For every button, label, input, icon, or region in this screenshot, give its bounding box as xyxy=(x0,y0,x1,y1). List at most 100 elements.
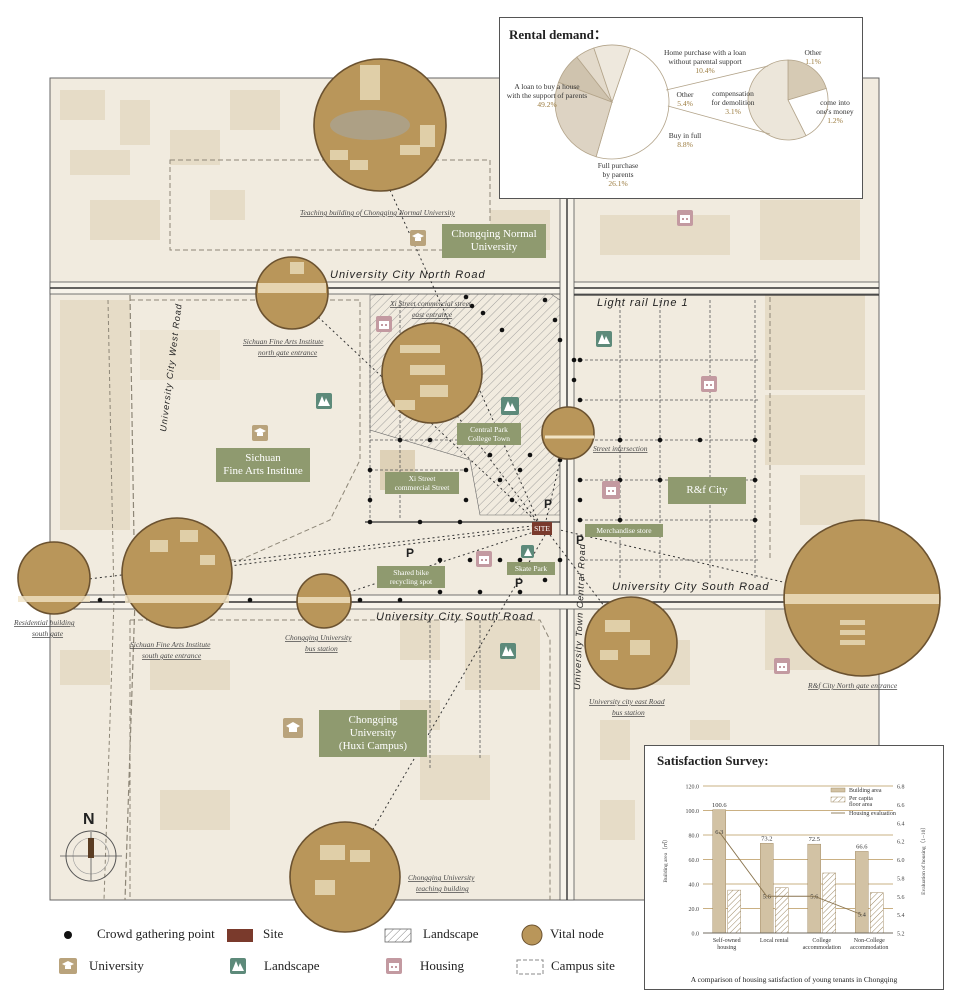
place-xi-street: Xi Street commercial Street xyxy=(385,472,459,494)
rental-title: Rental demand： xyxy=(509,27,607,42)
label-residential-2: south gate xyxy=(32,629,64,638)
crowd-point xyxy=(517,557,523,563)
bar-value-label: 72.5 xyxy=(809,836,820,843)
vital-node-sfai-north[interactable] xyxy=(255,256,329,330)
bar-building-area xyxy=(807,843,821,934)
evaluation-label: 5.6 xyxy=(763,893,772,900)
y-right-axis-label: Evaluation of housing（1~10） xyxy=(920,824,927,895)
x-tick-label: accommodation xyxy=(803,945,841,951)
crowd-point xyxy=(517,589,523,595)
legend-label: Crowd gathering point xyxy=(97,926,215,941)
crowd-point xyxy=(527,452,533,458)
crowd-point xyxy=(697,437,703,443)
crowd-point xyxy=(752,517,758,523)
sub-pie-slice xyxy=(787,88,829,137)
crowd-point xyxy=(752,437,758,443)
vital-node-cqu-teaching[interactable] xyxy=(289,821,401,933)
campus-name-line: Fine Arts Institute xyxy=(223,465,303,477)
crowd-point xyxy=(577,357,583,363)
campus-name-line: Chongqing Normal xyxy=(451,228,537,240)
vital-node-normal-teaching[interactable] xyxy=(313,58,447,192)
south-road-right-label: University City South Road xyxy=(612,581,769,593)
crowd-point xyxy=(657,477,663,483)
y-right-tick-label: 5.6 xyxy=(897,895,905,901)
vital-node-sfai-south[interactable] xyxy=(121,517,233,629)
housing-icon xyxy=(774,658,790,674)
crowd-point xyxy=(517,467,523,473)
landscape-icon xyxy=(521,545,534,558)
legend-label: Landscape xyxy=(264,958,320,973)
legend-label: Site xyxy=(263,926,284,941)
chart-caption: A comparison of housing satisfaction of … xyxy=(691,975,898,984)
legend-landscape-zone: Landscape xyxy=(415,926,479,942)
campus-name-line: (Huxi Campus) xyxy=(338,740,408,752)
crowd-point xyxy=(577,397,583,403)
vital-node-east-bus[interactable] xyxy=(584,596,678,690)
landscape-icon xyxy=(316,393,332,409)
crowd-point xyxy=(367,519,373,525)
campus-name-line: R&f City xyxy=(686,484,728,496)
landscape-icon xyxy=(596,331,612,347)
rental-pies xyxy=(554,44,829,160)
parking-marker: P xyxy=(576,533,585,547)
legend-housing: Housing xyxy=(386,958,464,974)
bar-value-label: 66.6 xyxy=(856,843,868,850)
vital-node-residential-south[interactable] xyxy=(17,541,91,615)
crowd-point xyxy=(417,519,423,525)
bar-per-capita xyxy=(775,887,789,934)
parking-marker: P xyxy=(515,576,524,590)
bar-building-area xyxy=(760,843,774,934)
vital-node-cqu-bus[interactable] xyxy=(296,573,352,629)
sub-pie-slice xyxy=(787,59,827,101)
crowd-point xyxy=(463,467,469,473)
housing-icon xyxy=(376,316,392,332)
crowd-point xyxy=(557,337,563,343)
housing-icon xyxy=(386,958,402,974)
landscape-icon xyxy=(500,643,516,659)
y-right-tick-label: 6.4 xyxy=(897,821,905,827)
campus-chongqing-university: Chongqing University (Huxi Campus) xyxy=(319,710,427,757)
campus-chongqing-normal: Chongqing Normal University xyxy=(442,224,546,258)
pie-label-buy-full: Buy in full 8.8% xyxy=(668,131,702,149)
x-tick-label: accommodation xyxy=(850,945,888,951)
crowd-point xyxy=(497,557,503,563)
pie-label-other-sub: Other 1.1% xyxy=(804,48,822,66)
crowd-point xyxy=(397,437,403,443)
crowd-point xyxy=(457,519,463,525)
university-icon xyxy=(59,958,77,974)
crowd-point xyxy=(577,497,583,503)
legend-university: University xyxy=(59,958,144,974)
survey-title: Satisfaction Survey: xyxy=(657,753,769,768)
crowd-point xyxy=(467,557,473,563)
legend-label: Vital node xyxy=(550,926,604,941)
crowd-point xyxy=(463,497,469,503)
crowd-point xyxy=(397,597,403,603)
vital-node-rf-north[interactable] xyxy=(783,519,941,677)
site-marker[interactable]: SITE xyxy=(532,522,552,535)
map-legend: Crowd gathering point Site Landscape Vit… xyxy=(55,922,645,992)
crowd-point xyxy=(571,357,577,363)
legend-swatch-per-capita xyxy=(830,796,846,803)
campus-sichuan-fine-arts: Sichuan Fine Arts Institute xyxy=(216,448,310,482)
main-pie-slice xyxy=(593,44,631,104)
y-tick-label: 80.0 xyxy=(689,834,700,840)
crowd-point xyxy=(752,477,758,483)
vital-node-street-intersection[interactable] xyxy=(541,406,595,460)
legend-crowd: Crowd gathering point xyxy=(89,926,215,942)
crowd-point xyxy=(577,477,583,483)
main-pie-slice xyxy=(554,81,613,158)
x-tick-label: housing xyxy=(717,945,736,951)
crowd-point xyxy=(657,437,663,443)
vital-node-xi-east[interactable] xyxy=(381,322,483,424)
landscape-icon xyxy=(501,397,519,415)
y-right-tick-label: 6.6 xyxy=(897,803,905,809)
university-icon xyxy=(410,230,426,246)
place-line: Xi Street xyxy=(408,474,436,483)
y-right-tick-label: 5.4 xyxy=(897,913,905,919)
crowd-point xyxy=(463,294,469,300)
legend-site: Site xyxy=(255,926,283,942)
crowd-point xyxy=(357,597,363,603)
